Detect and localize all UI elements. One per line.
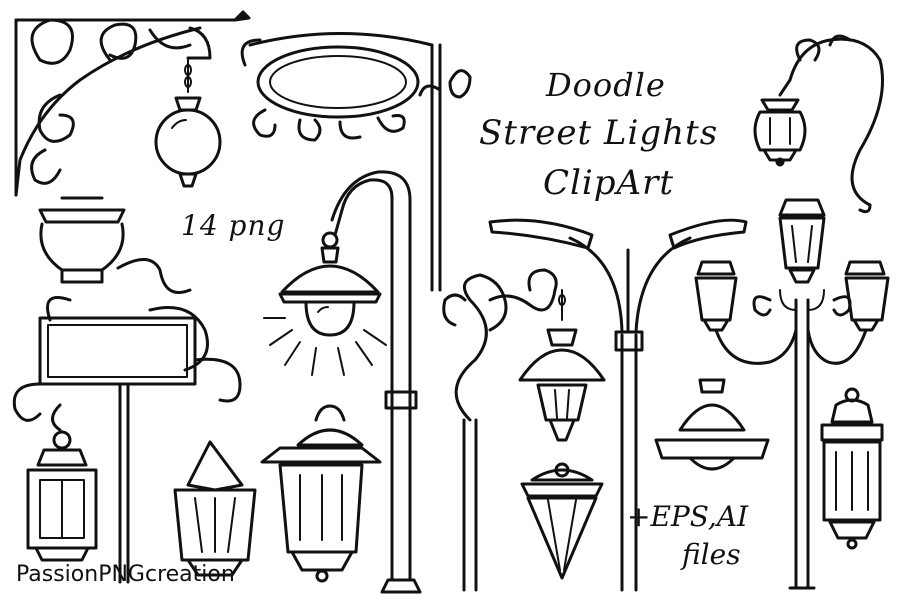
pyramid-lantern-illustration	[520, 462, 604, 580]
capsule-lantern-illustration	[820, 387, 884, 550]
formats-label-line-2: files	[682, 538, 741, 571]
scroll-arm-hanging-lamp-illustration	[442, 268, 606, 592]
formats-label-line-1: +EPS,AI	[627, 500, 749, 533]
diamond-lantern-illustration	[173, 440, 257, 577]
title-line-1: Doodle	[546, 66, 666, 104]
title-line-2: Street Lights	[479, 113, 719, 153]
signboard-lamp-illustration	[12, 196, 242, 584]
glowing-street-lamp-illustration	[263, 170, 422, 594]
oval-sign-post-illustration	[240, 32, 472, 292]
dome-pendant-lamp-illustration	[654, 378, 770, 471]
brand-watermark: PassionPNGcreation	[16, 562, 235, 587]
file-count-label: 14 png	[181, 209, 286, 242]
curved-wall-lamp-illustration	[753, 34, 884, 214]
classic-lantern-illustration	[260, 404, 382, 583]
triple-head-ornate-lamp-illustration	[694, 198, 890, 590]
double-head-street-light-illustration	[488, 218, 748, 592]
wall-bracket-lamp-illustration	[14, 10, 251, 197]
title-line-3: ClipArt	[543, 163, 674, 203]
lantern-small-left-illustration	[26, 430, 98, 562]
